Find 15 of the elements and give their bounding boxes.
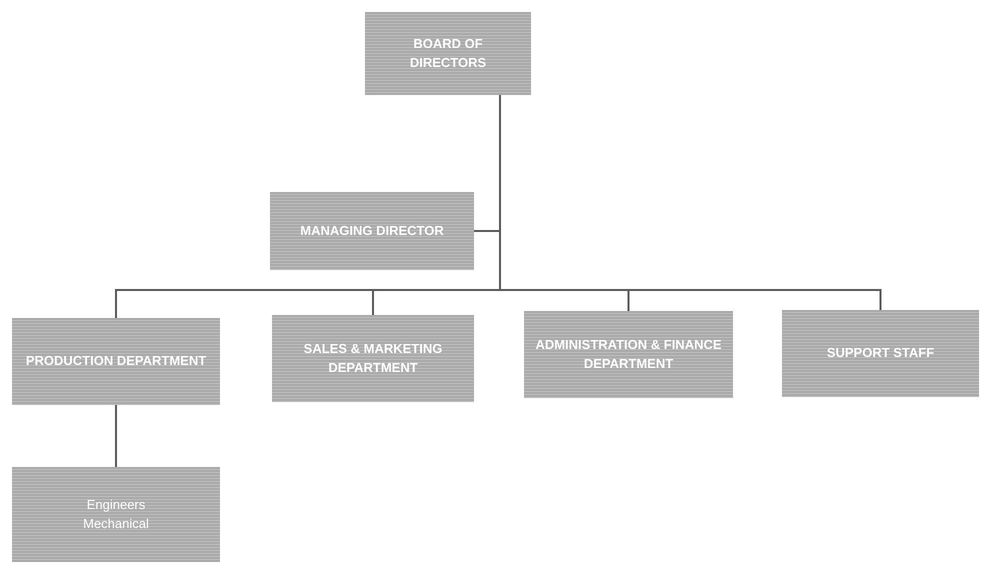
- box-label: ADMINISTRATION & FINANCE DEPARTMENT: [534, 336, 723, 372]
- connector-line: [115, 405, 117, 467]
- org-box: [270, 192, 474, 270]
- org-box: [272, 315, 474, 402]
- box-label: SALES & MARKETING DEPARTMENT: [302, 340, 444, 376]
- org-box: [12, 318, 220, 405]
- org-box: [524, 311, 733, 398]
- box-label: MANAGING DIRECTOR: [300, 222, 444, 240]
- box-label: SUPPORT STAFF: [826, 344, 934, 362]
- box-label: PRODUCTION DEPARTMENT: [26, 352, 206, 370]
- org-box: [12, 467, 220, 562]
- box-label: Engineers Mechanical: [82, 496, 150, 532]
- org-box: [365, 12, 531, 95]
- box-label: BOARD OF DIRECTORS: [408, 34, 488, 72]
- org-box: [782, 310, 979, 397]
